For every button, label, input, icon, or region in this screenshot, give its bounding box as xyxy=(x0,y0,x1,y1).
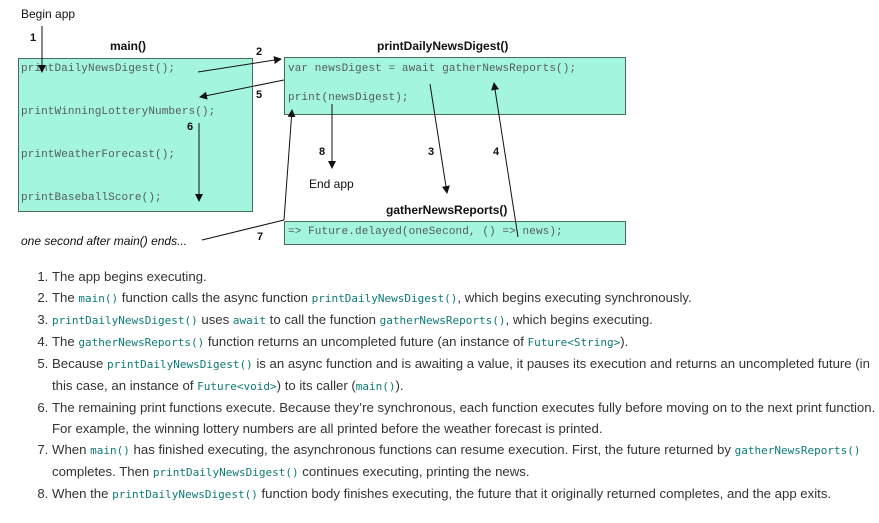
main-function-box xyxy=(18,58,253,212)
step-text: ). xyxy=(395,378,404,393)
inline-code: main() xyxy=(355,380,396,393)
step-text: function calls the async function xyxy=(118,290,312,305)
step-text: function returns an uncompleted future (… xyxy=(204,334,528,349)
inline-code: main() xyxy=(90,444,130,457)
code-line: => Future.delayed(oneSecond, () => news)… xyxy=(288,226,563,238)
inline-code: printDailyNewsDigest() xyxy=(112,488,258,501)
step-text: is an async function and is awaiting a v… xyxy=(52,356,870,393)
step-number-5: 5 xyxy=(256,89,263,101)
arrow-7 xyxy=(283,109,296,221)
arrow-5 xyxy=(199,79,285,100)
step-number-8: 8 xyxy=(319,146,326,158)
step-text: function body finishes executing, the fu… xyxy=(257,486,832,501)
inline-code: gatherNewsReports() xyxy=(379,314,506,327)
inline-code: gatherNewsReports() xyxy=(734,444,861,457)
step-text: Because xyxy=(52,356,107,371)
inline-code: main() xyxy=(78,292,119,305)
step-text: has finished executing, the asynchronous… xyxy=(129,442,735,457)
step-text: to call the function xyxy=(266,312,380,327)
inline-code: Future<String> xyxy=(527,336,621,349)
step-item: The remaining print functions execute. B… xyxy=(52,397,879,439)
step-item: When main() has finished executing, the … xyxy=(52,439,879,483)
step-text: uses xyxy=(197,312,233,327)
step-text: The app begins executing. xyxy=(52,269,207,284)
end-app-label: End app xyxy=(309,177,354,191)
step-item: The gatherNewsReports() function returns… xyxy=(52,331,879,353)
step-text: completes. Then xyxy=(52,464,153,479)
code-line: printWinningLotteryNumbers(); xyxy=(21,106,216,118)
one-second-after-label: one second after main() ends... xyxy=(21,234,188,248)
step-text: The xyxy=(52,334,79,349)
main-box-title: main() xyxy=(110,39,146,53)
step-text: When xyxy=(52,442,91,457)
step-number-6: 6 xyxy=(187,121,194,133)
inline-code: printDailyNewsDigest() xyxy=(107,358,253,371)
step-text: , which begins executing. xyxy=(505,312,653,327)
step-item: The main() function calls the async func… xyxy=(52,287,879,309)
steps-list: The app begins executing. The main() func… xyxy=(28,266,879,505)
code-line: printDailyNewsDigest(); xyxy=(21,63,176,75)
step-item: The app begins executing. xyxy=(52,266,879,287)
step-item: Because printDailyNewsDigest() is an asy… xyxy=(52,353,879,397)
inline-code: await xyxy=(232,314,267,327)
arrow-7-connector xyxy=(201,219,285,241)
step-text: continues executing, printing the news. xyxy=(298,464,530,479)
step-text: When the xyxy=(52,486,113,501)
step-number-1: 1 xyxy=(30,32,37,44)
begin-app-label: Begin app xyxy=(21,7,76,21)
step-text: ). xyxy=(620,334,629,349)
step-item: When the printDailyNewsDigest() function… xyxy=(52,483,879,505)
code-line: printBaseballScore(); xyxy=(21,192,162,204)
arrow-3 xyxy=(429,83,450,194)
inline-code: Future<void> xyxy=(197,380,277,393)
print-daily-news-digest-box xyxy=(284,57,626,115)
gather-news-reports-box xyxy=(284,221,626,245)
code-line: printWeatherForecast(); xyxy=(21,149,176,161)
step-text: The remaining print functions execute. B… xyxy=(52,400,876,436)
step-number-2: 2 xyxy=(256,46,263,58)
digest-box-title: printDailyNewsDigest() xyxy=(377,39,509,53)
inline-code: gatherNewsReports() xyxy=(78,336,205,349)
inline-code: printDailyNewsDigest() xyxy=(152,466,299,479)
step-text: ) to its caller ( xyxy=(276,378,356,393)
inline-code: printDailyNewsDigest() xyxy=(52,314,198,327)
step-number-7: 7 xyxy=(257,231,264,243)
code-line: var newsDigest = await gatherNewsReports… xyxy=(288,63,577,75)
gather-box-title: gatherNewsReports() xyxy=(386,203,508,217)
inline-code: printDailyNewsDigest() xyxy=(311,292,458,305)
step-text: , which begins executing synchronously. xyxy=(457,290,692,305)
code-line: print(newsDigest); xyxy=(288,92,409,104)
arrow-4 xyxy=(491,82,519,238)
step-item: printDailyNewsDigest() uses await to cal… xyxy=(52,309,879,331)
step-text: The xyxy=(52,290,79,305)
step-number-3: 3 xyxy=(428,146,435,158)
step-number-4: 4 xyxy=(493,146,500,158)
flow-arrows xyxy=(38,26,519,241)
arrow-2 xyxy=(197,56,282,73)
